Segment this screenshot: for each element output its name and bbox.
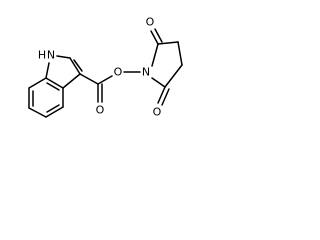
bond — [46, 82, 60, 91]
bond — [154, 28, 163, 43]
bond — [56, 55, 71, 59]
atom-label-n-indole: N — [47, 49, 55, 62]
atom-label-o-imide-top: O — [146, 16, 155, 29]
atom-label-o-ester: O — [114, 66, 123, 79]
bonds — [28, 28, 183, 118]
bond — [69, 57, 81, 75]
bond — [157, 86, 166, 104]
bond — [177, 41, 183, 66]
bond — [62, 73, 81, 89]
molecule-structure: H N O O N O O — [28, 16, 183, 119]
bond — [28, 77, 47, 89]
atom-labels: H N O O N O O — [38, 16, 162, 119]
bond — [45, 106, 64, 118]
bond — [73, 59, 83, 72]
bond — [164, 64, 183, 88]
bond — [46, 104, 60, 113]
bond — [157, 41, 179, 45]
atom-label-h: H — [38, 49, 46, 62]
bond — [150, 30, 159, 45]
bond — [45, 62, 50, 79]
atom-label-o-carbonyl: O — [96, 104, 105, 117]
atom-label-o-imide-bottom: O — [153, 106, 162, 119]
bond — [79, 73, 99, 85]
bond — [151, 77, 166, 88]
bond — [97, 75, 113, 85]
atom-label-n-imide: N — [142, 66, 150, 79]
bond — [28, 107, 47, 118]
bond — [151, 43, 159, 67]
bond — [45, 77, 64, 89]
bond — [161, 88, 170, 106]
